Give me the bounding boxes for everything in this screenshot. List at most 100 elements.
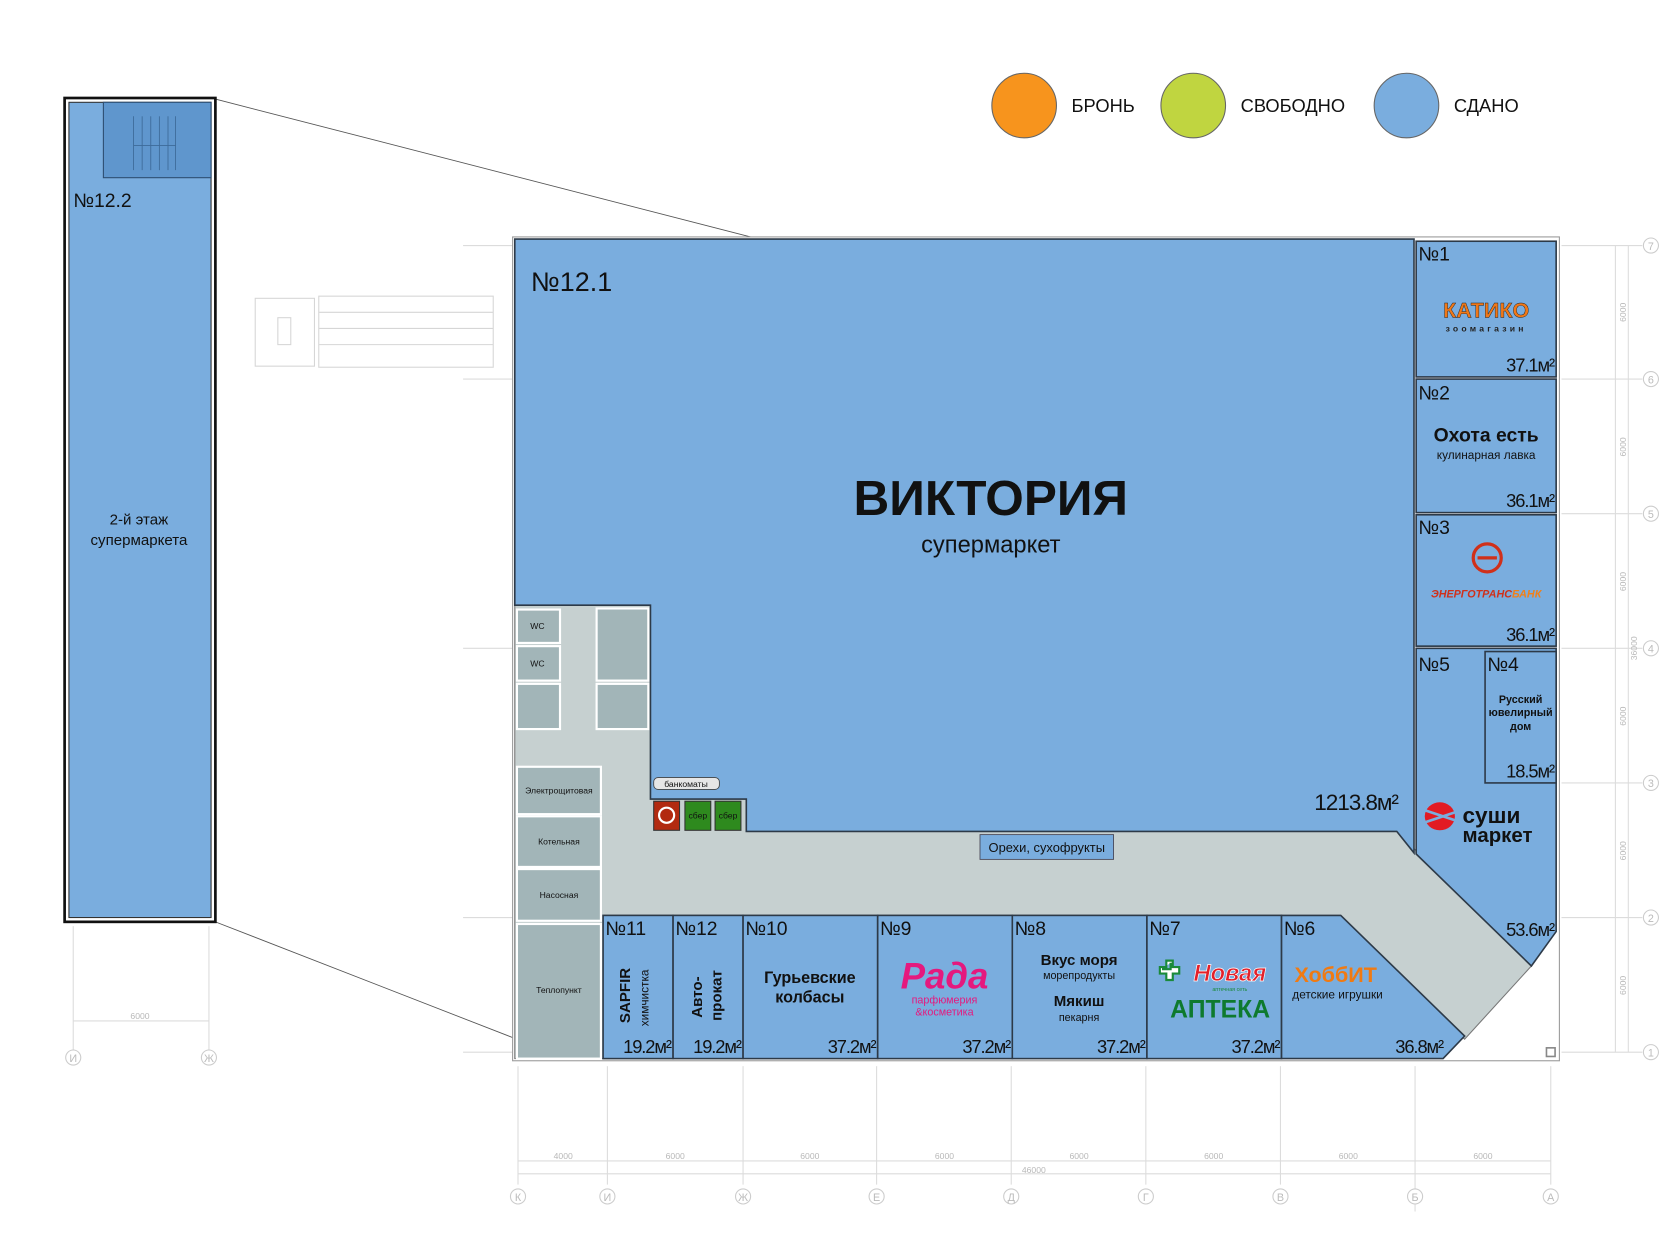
atm-area[interactable]: банкоматы сбер сбер (653, 777, 742, 831)
unit-area: 37.2м² (1097, 1036, 1146, 1057)
unit-number: №12.2 (73, 190, 132, 212)
axis-letters: К И Ж Е Д Г В Б А И Ж (65, 1049, 1559, 1205)
unit-label: супермаркета (91, 532, 188, 549)
legend: БРОНЬ СВОБОДНО СДАНО (991, 72, 1519, 139)
atm-name: сбер (688, 810, 707, 820)
dimensions: 4000 6000 6000 6000 6000 6000 6000 6000 … (130, 303, 1639, 1175)
shop-subtitle: парфюмерия (912, 995, 978, 1007)
stairwell (102, 101, 212, 179)
shop-subtitle: зоомагазин (1446, 324, 1527, 334)
unit-2[interactable]: №2 Охота есть кулинарная лавка 36.1м² (1415, 378, 1557, 514)
unit-8[interactable]: №8 Вкус моря морепродукты Мякиш пекарня … (1011, 914, 1148, 1060)
dim-label: 6000 (1618, 841, 1628, 860)
shop-name: ювелирный (1489, 707, 1553, 719)
unit-number: №3 (1418, 517, 1450, 539)
dim-label: 4000 (554, 1151, 573, 1161)
shop-name: колбасы (775, 989, 844, 1007)
unit-area: 19.2м² (693, 1036, 742, 1057)
unit-area: 36.8м² (1395, 1036, 1444, 1057)
legend-swatch-reserved (991, 72, 1057, 139)
unit-3[interactable]: №3 ЭНЕРГОТРАНСБАНК 36.1м² (1415, 513, 1557, 647)
axis-letter: В (1277, 1192, 1284, 1204)
unit-area: 19.2м² (623, 1036, 672, 1057)
atm-name: сбер (719, 810, 738, 820)
shop-name: прокат (709, 970, 726, 1021)
dim-label: 6000 (935, 1151, 954, 1161)
room-label: Электрощитовая (525, 786, 593, 796)
shop-name: Авто- (689, 976, 706, 1017)
second-floor-unit[interactable]: №12.2 2-й этаж супермаркета (63, 96, 751, 1040)
dim-label: 6000 (130, 1011, 149, 1021)
unit-number: №4 (1487, 654, 1519, 676)
energotransbank-atm[interactable] (653, 800, 681, 831)
unit-number: №8 (1014, 918, 1046, 940)
dim-label: 6000 (666, 1151, 685, 1161)
unit-area: 1213.8м² (1314, 790, 1399, 815)
unit-10[interactable]: №10 Гурьевские колбасы 37.2м² (742, 914, 879, 1060)
axis-letter: Е (873, 1192, 880, 1204)
kiosk-nuts[interactable]: Орехи, сухофрукты (979, 834, 1114, 860)
axis-letter: Ж (204, 1053, 214, 1065)
unit-number: №6 (1284, 918, 1316, 940)
axis-letter: Г (1143, 1192, 1149, 1204)
shop-subtitle: кулинарная лавка (1437, 448, 1536, 462)
dim-total: 36000 (1629, 636, 1639, 660)
legend-swatch-rented (1373, 72, 1440, 139)
shop-name: дом (1510, 721, 1531, 733)
unit-number: №10 (745, 918, 788, 940)
dim-label: 6000 (1618, 976, 1628, 995)
unit-6[interactable]: №6 ХоббИТ детские игрушки 36.8м² (1280, 914, 1466, 1060)
shop-name: Охота есть (1434, 425, 1539, 447)
unit-1[interactable]: №1 КАТИКО зоомагазин 37.1м² (1415, 240, 1557, 378)
unit-4[interactable]: №4 Русский ювелирный дом 18.5м² (1484, 650, 1557, 784)
unit-9[interactable]: №9 Рада парфюмерия &косметика 37.2м² (876, 914, 1014, 1060)
legend-swatch-free (1160, 72, 1227, 139)
shop-name: SAPFIR (617, 968, 634, 1023)
unit-number: №1 (1418, 244, 1450, 266)
atm-label: банкоматы (664, 779, 708, 789)
legend-label: БРОНЬ (1072, 95, 1135, 116)
sber-atm[interactable] (684, 800, 712, 831)
axis-number: 2 (1648, 913, 1654, 925)
axis-number: 3 (1648, 778, 1654, 790)
room-label: WC (530, 659, 544, 669)
dim-label: 6000 (1618, 706, 1628, 725)
unit-label: 2-й этаж (110, 511, 169, 528)
axis-number: 7 (1648, 241, 1654, 253)
shop-name: Гурьевские (764, 969, 856, 987)
sushi-logo-icon (1423, 802, 1457, 831)
energotransbank-logo-icon (1471, 542, 1503, 574)
unit-number: №12.1 (531, 267, 612, 297)
unit-number: №2 (1418, 383, 1450, 405)
service-rooms: WC WC Электрощитовая Котельная Насосная … (515, 607, 650, 1060)
grid-lines (72, 245, 1643, 1212)
unit-area: 37.2м² (828, 1036, 877, 1057)
dim-label: 6000 (1618, 303, 1628, 322)
axis-letter: И (604, 1192, 612, 1204)
unit-area: 36.1м² (1506, 624, 1555, 645)
shop-subtitle: детские игрушки (1292, 987, 1382, 1001)
shop-name: Русский (1499, 694, 1542, 706)
room-label: WC (530, 621, 544, 631)
unit-area: 18.5м² (1506, 761, 1555, 782)
axis-letter: Д (1008, 1192, 1016, 1204)
unit-number: №9 (880, 918, 912, 940)
shop-name: Мякиш (1054, 993, 1105, 1010)
axis-numbers: 7 6 5 4 3 2 1 (1642, 237, 1659, 1061)
unit-12[interactable]: №12 Авто- прокат 19.2м² (672, 914, 744, 1060)
unit-11[interactable]: №11 SAPFIR химчистка 19.2м² (602, 914, 674, 1060)
axis-number: 5 (1648, 509, 1654, 521)
katiko-logo: КАТИКО (1443, 299, 1529, 323)
anchor-subtitle: супермаркет (921, 532, 1061, 558)
logo-subtitle: аптечная сеть (1212, 987, 1247, 993)
dim-label: 6000 (1618, 572, 1628, 591)
dim-total: 46000 (1022, 1165, 1046, 1175)
shop-subtitle: морепродукты (1043, 970, 1115, 982)
unit-12-1-supermarket[interactable]: №12.1 ВИКТОРИЯ супермаркет 1213.8м² (513, 238, 1415, 856)
shop-name: суши (1462, 803, 1520, 828)
axis-letter: Б (1412, 1192, 1419, 1204)
unit-7[interactable]: №7 Новая аптечная сеть АПТЕКА 37.2м² (1146, 914, 1283, 1060)
shop-subtitle: &косметика (915, 1007, 973, 1019)
sber-atm[interactable] (714, 800, 742, 831)
